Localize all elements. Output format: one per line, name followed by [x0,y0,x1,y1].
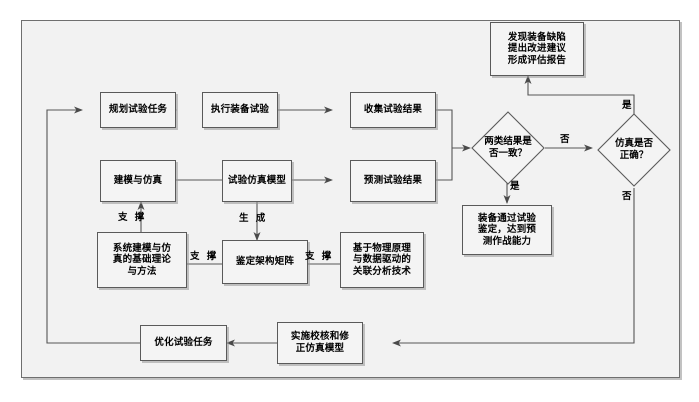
decision-sim-correct-label: 仿真是否 正确？ [614,138,653,161]
node-collect-result[interactable]: 收集试验结果 [350,92,436,128]
node-arch-matrix-label: 鉴定架构矩阵 [235,256,295,268]
node-theory-method-label: 系统建模与仿 真的基础理论 与方法 [112,242,172,277]
decision-results-consistent-label: 两类结果是 否一致？ [484,136,532,159]
edge-label-yes-decision2: 是 [622,100,633,111]
node-collect-result-label: 收集试验结果 [363,104,423,116]
node-sim-model[interactable]: 试验仿真模型 [222,160,292,202]
node-theory-method[interactable]: 系统建模与仿 真的基础理论 与方法 [97,232,187,288]
node-corr-analysis-label: 基于物理原理 与数据驱动的 关联分析技术 [352,242,412,277]
edge-label-support-theory-to-archmatrix: 支 撑 [190,251,219,262]
node-predict-result-label: 预测试验结果 [363,175,423,187]
node-defect-report-label: 发现装备缺陷 提出改进建议 形成评估报告 [507,31,567,66]
node-verify-correct-label: 实施校核和修 正仿真模型 [290,331,350,354]
node-plan-test[interactable]: 规划试验任务 [100,92,176,128]
node-defect-report[interactable]: 发现装备缺陷 提出改进建议 形成评估报告 [490,22,584,76]
node-optimize-task[interactable]: 优化试验任务 [140,325,227,361]
node-pass-eval-label: 装备通过试验 鉴定，达到预 测作战能力 [477,212,537,247]
edge-label-support-theory-to-modelsim: 支 撑 [118,212,147,223]
edge-label-no-decision1: 否 [560,134,571,145]
node-verify-correct[interactable]: 实施校核和修 正仿真模型 [277,322,363,364]
edge-label-support-corr-to-archmatrix: 支 撑 [305,251,334,262]
node-model-sim-label: 建模与仿真 [113,175,163,187]
node-exec-test[interactable]: 执行装备试验 [202,92,278,128]
node-corr-analysis[interactable]: 基于物理原理 与数据驱动的 关联分析技术 [340,232,424,288]
node-arch-matrix[interactable]: 鉴定架构矩阵 [222,240,308,284]
node-sim-model-label: 试验仿真模型 [227,175,287,187]
decision-sim-correct-shape [597,113,671,187]
edge-label-no-decision2: 否 [622,191,633,202]
decision-results-consistent-shape [471,111,545,185]
node-model-sim[interactable]: 建模与仿真 [100,160,176,202]
edge-label-generate: 生 成 [239,213,268,224]
node-optimize-task-label: 优化试验任务 [154,337,213,349]
decision-sim-correct[interactable]: 仿真是否 正确？ [596,112,672,188]
node-pass-eval[interactable]: 装备通过试验 鉴定，达到预 测作战能力 [462,205,552,255]
node-plan-test-label: 规划试验任务 [108,104,168,116]
node-exec-test-label: 执行装备试验 [210,104,270,116]
decision-results-consistent[interactable]: 两类结果是 否一致？ [470,110,546,186]
edge-label-yes-decision1: 是 [510,181,521,192]
node-predict-result[interactable]: 预测试验结果 [350,160,436,202]
